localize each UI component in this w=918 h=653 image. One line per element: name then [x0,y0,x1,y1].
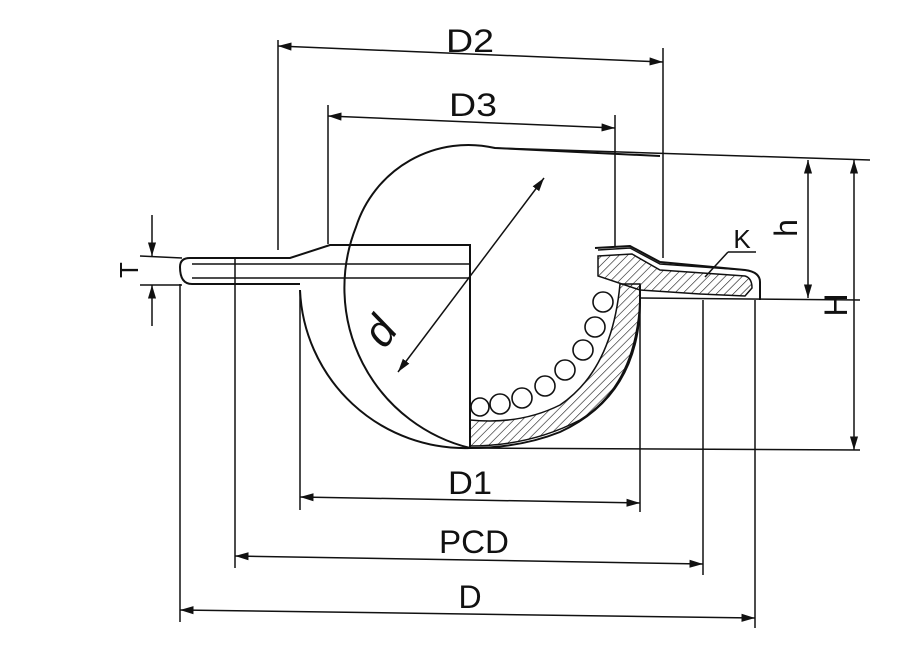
d2-dim-line [277,42,664,66]
label-d1: D1 [448,465,492,501]
race-balls [470,291,614,417]
race-ball [584,316,606,338]
housing-outer [594,244,761,300]
race-ball [534,375,556,397]
label-k: K [733,224,751,254]
k-leader-line [704,251,729,278]
label-h: h [768,219,804,237]
pcd-dim-line [234,552,704,568]
hatch-flange-right-top [597,247,746,271]
housing-cup-outer [469,285,641,449]
main-ball-lower [299,289,471,450]
race-ball [511,387,533,409]
d-dim-line [179,606,756,622]
dimension-labels: D2 D3 D1 PCD D d h H K T [114,23,854,615]
race-ball [554,359,576,381]
race-ball [489,393,511,415]
flange-left-bottom [179,266,300,285]
hatch-cup [469,283,641,447]
hatch-flange-right [597,253,753,297]
race-ball [470,397,490,417]
label-pcd: PCD [439,524,509,560]
race-ball [572,339,594,361]
housing-bottom-line [469,447,861,451]
h-ext-top [494,147,871,161]
label-H: H [818,293,854,316]
ball-diameter-line [397,177,545,373]
label-d-outer: D [458,579,481,615]
t-ext-top [139,255,183,259]
flange-left [179,244,471,268]
d3-dim-line [327,112,616,132]
d1-dim-line [299,493,641,507]
race-ball [592,291,614,313]
main-ball [343,143,661,449]
label-ball-d: d [353,306,408,355]
hatched-sections [469,247,753,447]
part-outline [179,143,861,451]
label-d2: D2 [446,23,494,59]
label-t: T [114,262,144,278]
flange-right-bottom [639,297,861,301]
dimension-lines [139,40,871,628]
label-d3: D3 [449,87,497,123]
